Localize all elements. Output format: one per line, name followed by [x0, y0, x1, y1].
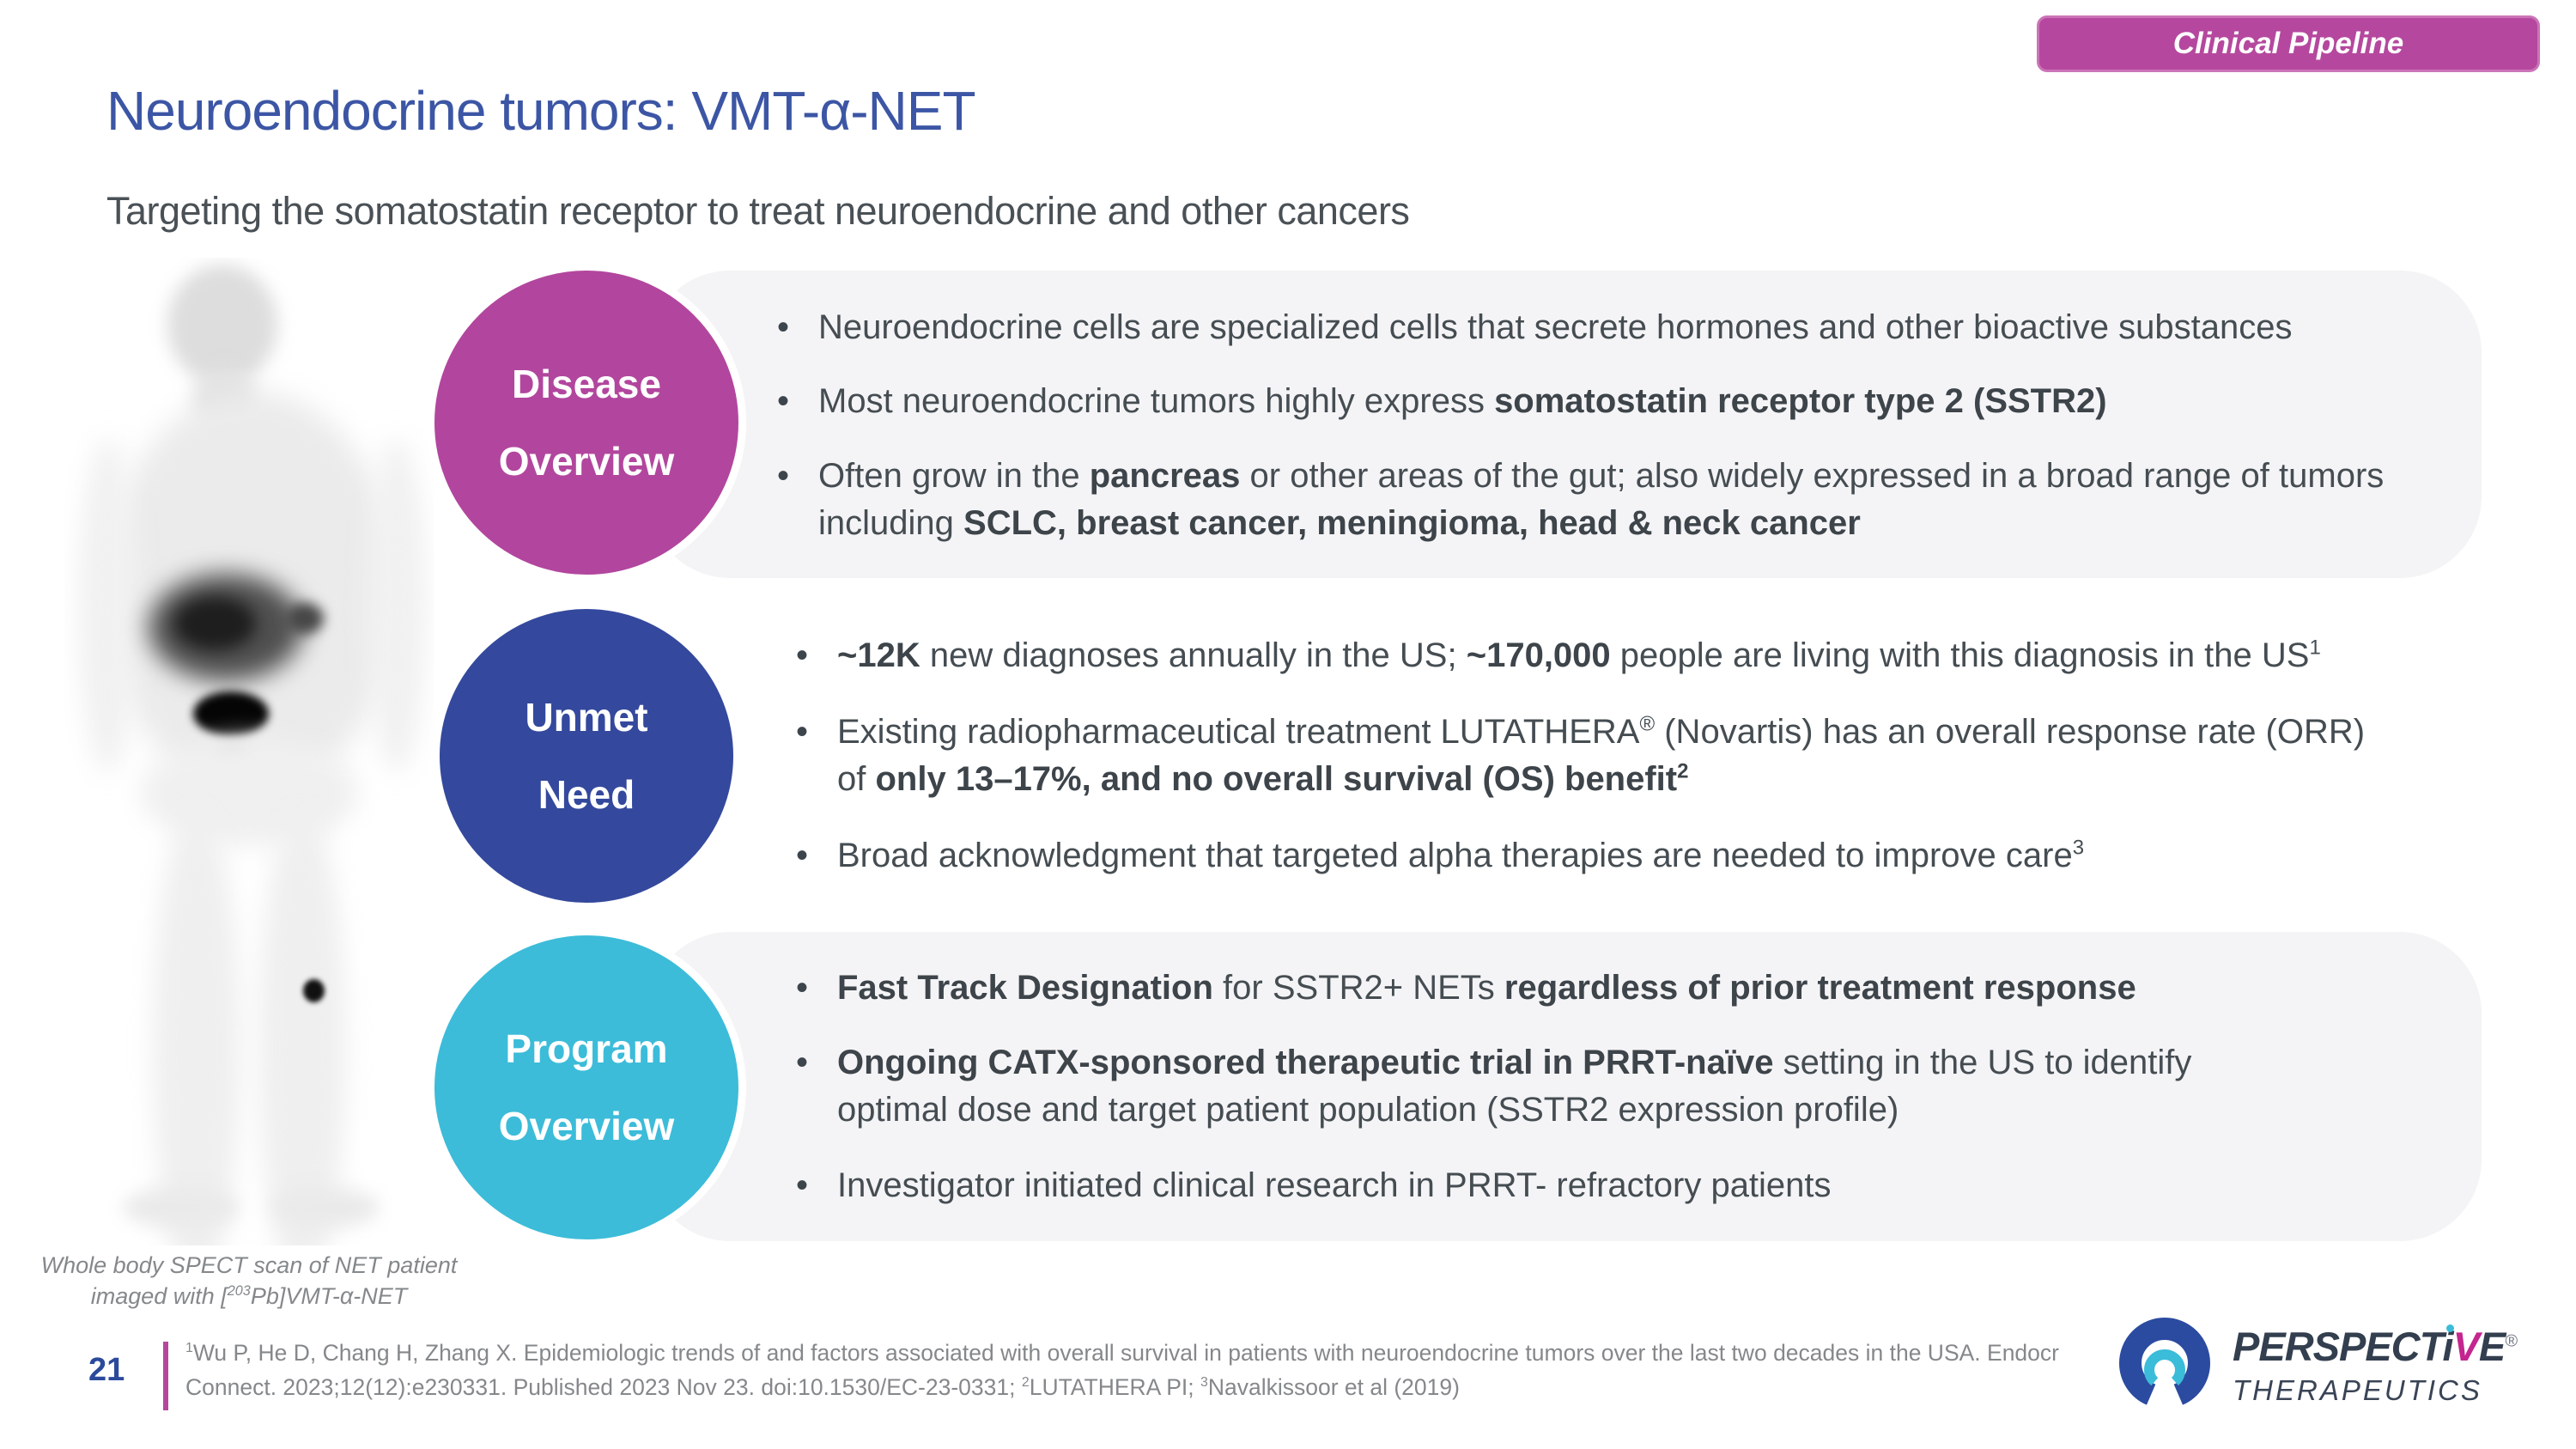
circle-label-line1: Disease	[512, 362, 661, 406]
bullet-item: Most neuroendocrine tumors highly expres…	[777, 378, 2447, 425]
logo-wordmark: PERSPECTiVE®	[2233, 1324, 2518, 1369]
scan-uptake-blob	[303, 979, 325, 1002]
circle-label-line2: Need	[538, 772, 635, 817]
bullet-text: Investigator initiated clinical research…	[837, 1166, 1832, 1204]
unmet-need-circle: Unmet Need	[432, 601, 741, 910]
scan-arm-blob	[367, 438, 427, 773]
bullet-text: ~12K new diagnoses annually in the US; ~…	[837, 636, 2321, 675]
circle-label-line1: Unmet	[525, 695, 648, 740]
page-title: Neuroendocrine tumors: VMT-α-NET	[106, 80, 976, 142]
bullet-item: ~12K new diagnoses annually in the US; ~…	[796, 632, 2447, 679]
scan-leg-blob	[153, 807, 240, 1245]
scan-uptake-blob	[286, 603, 324, 634]
bullet-item: Investigator initiated clinical research…	[796, 1162, 2447, 1209]
bullet-text: Broad acknowledgment that targeted alpha…	[837, 836, 2085, 874]
company-logo: PERSPECTiVE® THERAPEUTICS	[2112, 1316, 2518, 1415]
footnote-divider	[163, 1342, 168, 1410]
logo-subtext: THERAPEUTICS	[2233, 1374, 2482, 1406]
footnote-line1: 1Wu P, He D, Chang H, Zhang X. Epidemiol…	[185, 1340, 2059, 1366]
bullet-text: Fast Track Designation for SSTR2+ NETs r…	[837, 968, 2136, 1007]
scan-leg-blob	[258, 807, 346, 1245]
scan-caption-line1: Whole body SPECT scan of NET patient	[40, 1252, 458, 1278]
program-overview-bullets: Fast Track Designation for SSTR2+ NETs r…	[777, 936, 2447, 1237]
bullet-item: Ongoing CATX-sponsored therapeutic trial…	[796, 1039, 2447, 1134]
bullet-text: Often grow in the pancreas or other area…	[818, 456, 2385, 542]
bullet-item: Existing radiopharmaceutical treatment L…	[796, 709, 2447, 803]
scan-arm-blob	[78, 438, 138, 773]
circle-label-line2: Overview	[498, 1104, 675, 1148]
badge-label: Clinical Pipeline	[2172, 27, 2404, 60]
program-overview-circle: Program Overview	[427, 928, 746, 1247]
bullet-text: Ongoing CATX-sponsored therapeutic trial…	[837, 1044, 2192, 1129]
bullet-text: Most neuroendocrine tumors highly expres…	[818, 382, 2107, 421]
logo-text: PERSPECTiVE® THERAPEUTICS	[2233, 1316, 2518, 1407]
scan-uptake-blob	[174, 597, 256, 650]
scan-caption: Whole body SPECT scan of NET patient ima…	[21, 1251, 477, 1312]
page-number: 21	[88, 1352, 125, 1388]
bullet-text: Existing radiopharmaceutical treatment L…	[837, 712, 2366, 798]
logo-arch-icon	[2119, 1318, 2210, 1409]
footnote-line2: Connect. 2023;12(12):e230331. Published …	[185, 1373, 1460, 1400]
circle-label-line2: Overview	[498, 439, 675, 484]
clinical-pipeline-badge: Clinical Pipeline	[2037, 15, 2540, 72]
bullet-item: Often grow in the pancreas or other area…	[777, 453, 2447, 547]
spect-scan-image	[64, 258, 434, 1245]
scan-head-blob	[167, 265, 277, 385]
bullet-item: Broad acknowledgment that targeted alpha…	[796, 832, 2447, 880]
footnote: 1Wu P, He D, Chang H, Zhang X. Epidemiol…	[185, 1336, 2059, 1405]
scan-uptake-blob	[193, 691, 269, 736]
circle-label-line1: Program	[505, 1026, 668, 1071]
scan-caption-line2: imaged with [203Pb]VMT-α-NET	[90, 1282, 408, 1309]
page-subtitle: Targeting the somatostatin receptor to t…	[106, 189, 1410, 233]
scan-foot-blob	[123, 1187, 239, 1228]
bullet-text: Neuroendocrine cells are specialized cel…	[818, 307, 2293, 346]
scan-pelvis-blob	[140, 739, 359, 846]
unmet-need-bullets: ~12K new diagnoses annually in the US; ~…	[777, 603, 2447, 909]
disease-overview-circle: Disease Overview	[427, 263, 746, 582]
scan-foot-blob	[272, 1187, 380, 1228]
bullet-item: Fast Track Designation for SSTR2+ NETs r…	[796, 965, 2447, 1012]
disease-overview-bullets: Neuroendocrine cells are specialized cel…	[777, 277, 2447, 574]
bullet-item: Neuroendocrine cells are specialized cel…	[777, 304, 2447, 351]
